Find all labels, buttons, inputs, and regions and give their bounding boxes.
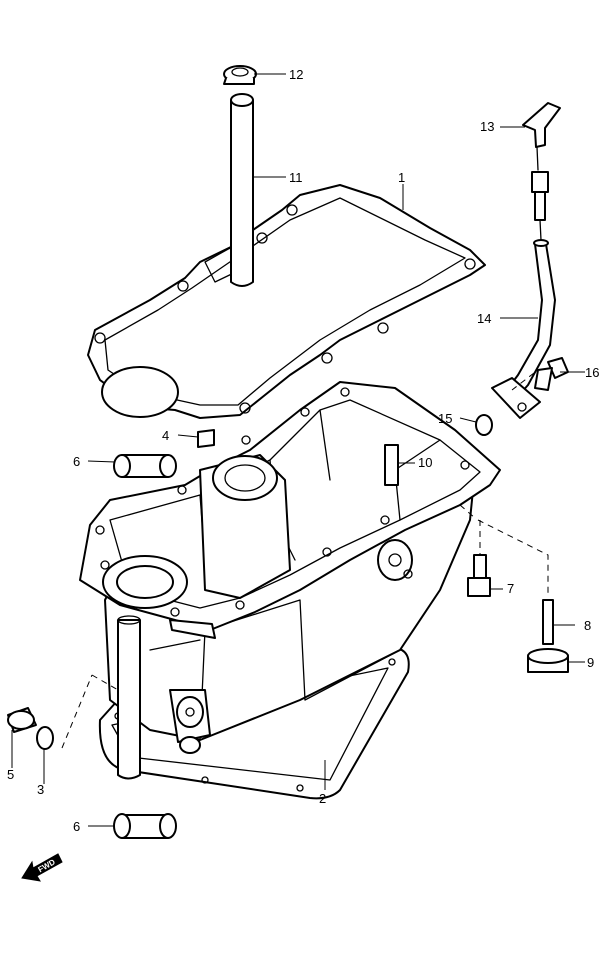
part-clamp xyxy=(223,65,257,85)
part-gasket xyxy=(87,184,486,419)
callout-2: 2 xyxy=(319,791,326,806)
part-dipstick xyxy=(522,102,561,241)
callout-1: 1 xyxy=(398,170,405,185)
part-oil-seal-lower xyxy=(113,813,177,839)
part-bolt-16 xyxy=(534,357,569,391)
part-o-ring xyxy=(475,414,493,436)
part-plug-4 xyxy=(197,429,215,448)
callout-8: 8 xyxy=(584,618,591,633)
callout-12: 12 xyxy=(289,67,303,82)
callout-14: 14 xyxy=(477,311,491,326)
callout-10: 10 xyxy=(418,455,432,470)
callout-11: 11 xyxy=(289,170,303,185)
part-drain-plug xyxy=(7,707,37,733)
callout-13: 13 xyxy=(480,119,494,134)
part-oil-seal-upper xyxy=(113,454,177,478)
part-oil-pan xyxy=(79,381,501,800)
part-nut xyxy=(527,648,569,673)
callout-9: 9 xyxy=(587,655,594,670)
leader-lines xyxy=(11,73,585,827)
callout-7: 7 xyxy=(507,581,514,596)
part-washer xyxy=(36,726,54,750)
part-stud xyxy=(542,599,554,645)
part-bolt-7 xyxy=(467,554,491,597)
callout-6-upper: 6 xyxy=(73,454,80,469)
callout-6-lower: 6 xyxy=(73,819,80,834)
dash-lines xyxy=(61,372,549,749)
callout-4: 4 xyxy=(162,428,169,443)
callout-3: 3 xyxy=(37,782,44,797)
part-tube xyxy=(230,93,254,287)
fwd-arrow-icon: FWD xyxy=(21,853,63,882)
callout-15: 15 xyxy=(438,411,452,426)
part-dowel-pin xyxy=(384,444,399,486)
part-dipstick-guide xyxy=(491,239,556,419)
callout-5: 5 xyxy=(7,767,14,782)
callout-16: 16 xyxy=(585,365,599,380)
callout-labels: 1 2 3 4 5 6 6 7 8 9 10 11 12 13 14 15 16 xyxy=(7,67,599,834)
